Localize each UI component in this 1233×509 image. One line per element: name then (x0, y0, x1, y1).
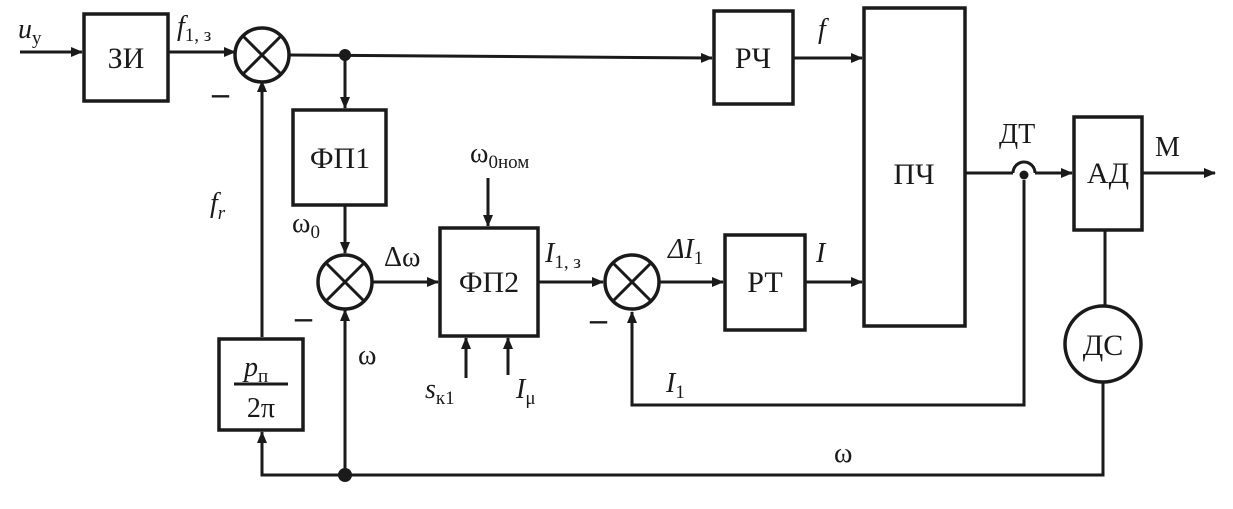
pole-pairs-block: pп 2π (217, 337, 305, 432)
minus-sign-sum1: – (211, 75, 230, 112)
label-f1z: f1, з (177, 11, 211, 46)
label-fr: fr (210, 188, 226, 224)
ad-label: АД (1087, 157, 1129, 190)
summing-junction-1 (233, 26, 291, 84)
label-i: I (815, 238, 827, 269)
pch-label: ПЧ (893, 158, 934, 191)
label-i1z: I1, з (544, 238, 581, 273)
label-omega-bottom: ω (834, 438, 852, 469)
summing-junction-3 (603, 253, 661, 311)
ds-label: ДС (1083, 329, 1123, 362)
label-omega-feedback: ω (358, 340, 376, 371)
zi-label: ЗИ (108, 42, 145, 75)
fp1-label: ФП1 (310, 142, 370, 175)
minus-sign-sum3: – (589, 301, 608, 338)
line-sum1-to-rch (289, 52, 713, 63)
rch-block: РЧ (712, 9, 795, 106)
label-imu: Iμ (515, 374, 536, 409)
label-omega0: ω0 (292, 208, 320, 243)
rch-label: РЧ (735, 42, 771, 75)
label-u-y: uу (18, 14, 42, 49)
summing-junction-2 (316, 253, 374, 311)
pch-block: ПЧ (862, 6, 967, 328)
minus-sign-sum2: – (294, 299, 313, 336)
pole-pairs-denominator: 2π (247, 393, 275, 424)
dt-tap-dot (1019, 170, 1029, 180)
ad-block: АД (1072, 115, 1144, 232)
label-sk1: sк1 (425, 374, 455, 409)
label-delta-i1: ΔI1 (667, 234, 703, 269)
omega-branch-dot (338, 468, 352, 482)
label-omega0nom: ω0ном (470, 138, 529, 173)
f1z-branch-dot (339, 49, 351, 61)
fp2-label: ФП2 (459, 266, 519, 299)
label-f: f (818, 14, 829, 45)
zi-block: ЗИ (82, 12, 170, 103)
label-i1: I1 (665, 368, 685, 403)
label-m: М (1155, 132, 1180, 163)
label-dt: ДТ (999, 119, 1035, 150)
ds-block: ДС (1063, 304, 1143, 384)
label-delta-omega: Δω (384, 242, 420, 273)
rt-label: РТ (747, 266, 782, 299)
line-speed-feedback (257, 382, 1105, 477)
fp1-block: ФП1 (291, 108, 388, 207)
line-current-feedback (627, 180, 1026, 407)
fp2-block: ФП2 (438, 226, 540, 338)
pole-pairs-numerator: pп (242, 352, 268, 387)
current-sensor-dt (1011, 160, 1037, 174)
rt-block: РТ (723, 233, 807, 332)
